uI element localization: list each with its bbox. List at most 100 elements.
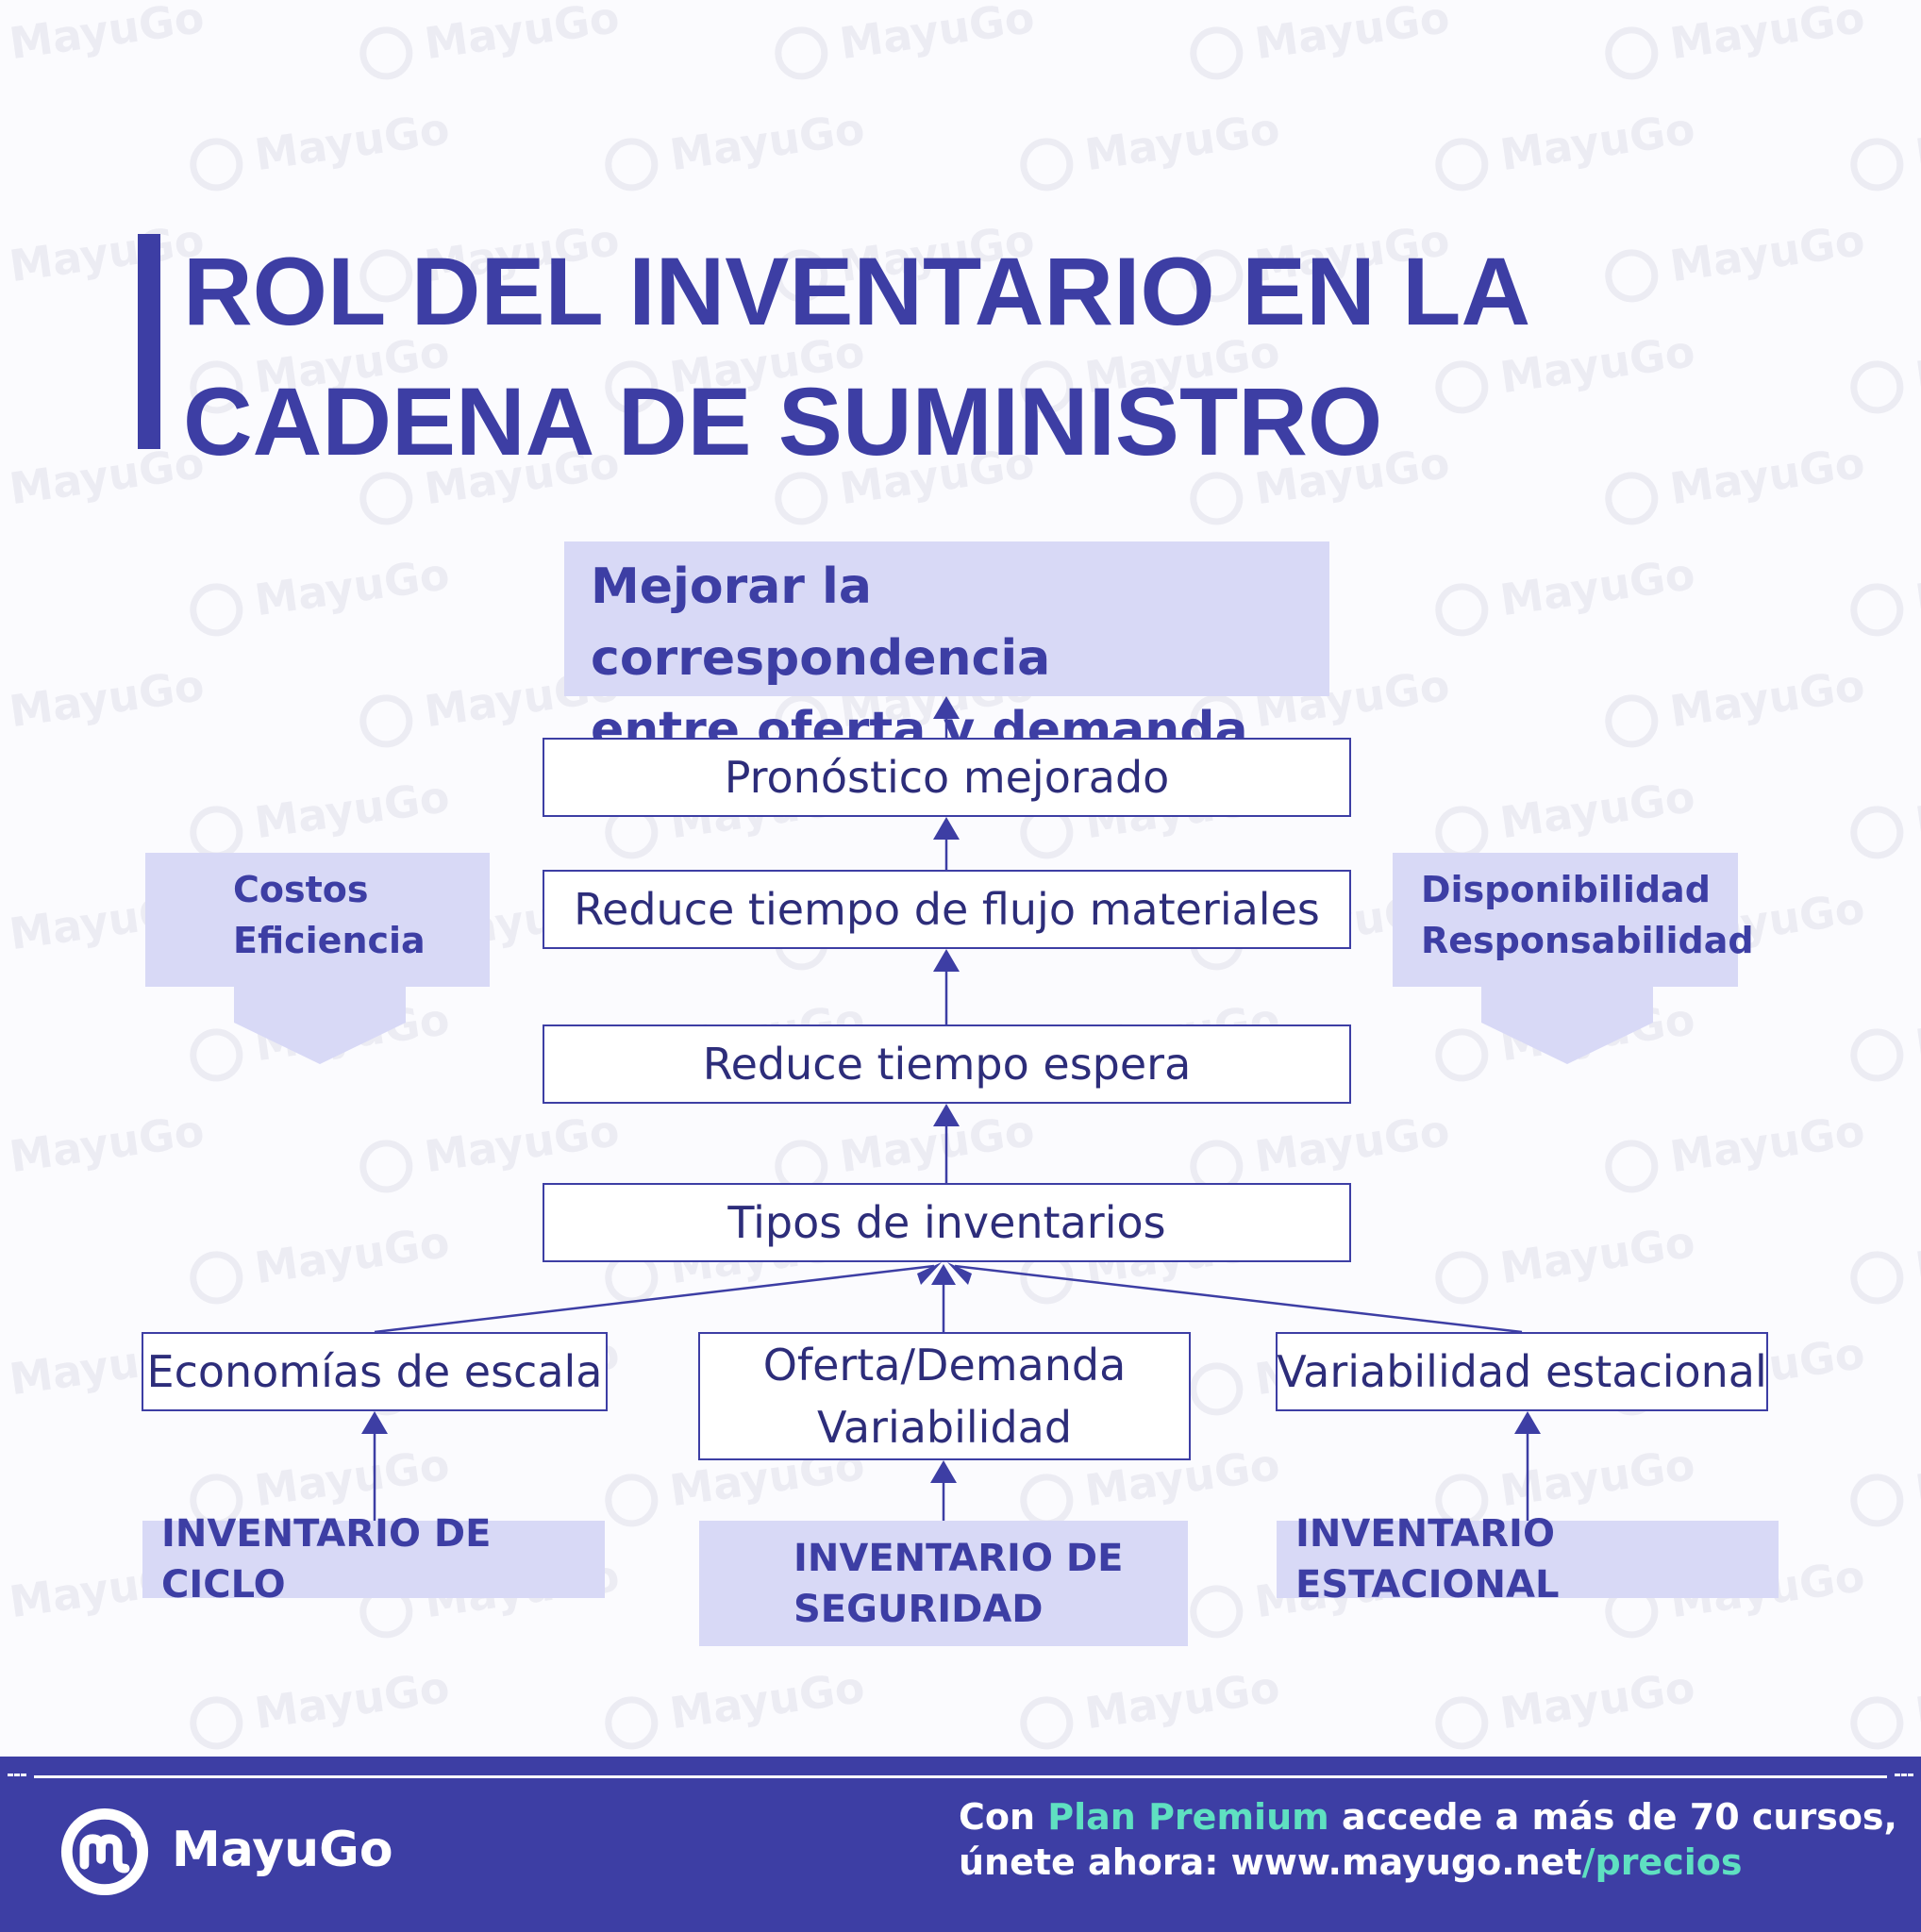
inventario-seguridad-label: INVENTARIO DE SEGURIDAD — [793, 1533, 1123, 1635]
watermark-text: MayuGo — [251, 547, 453, 626]
watermark-logo-icon — [1431, 579, 1492, 640]
watermark-text: MayuGo — [421, 1104, 623, 1183]
costs-panel: Costos Eficiencia — [145, 853, 490, 987]
watermark-logo-icon — [0, 23, 1, 83]
node-espera: Reduce tiempo espera — [543, 1024, 1351, 1104]
watermark-logo-icon — [601, 134, 661, 194]
node-oferta-demanda: Oferta/Demanda Variabilidad — [698, 1332, 1191, 1460]
promo-url-link[interactable]: únete ahora: www.mayugo.net — [959, 1841, 1582, 1883]
watermark: MayuGo — [1601, 659, 1868, 751]
watermark: MayuGo — [1431, 103, 1698, 194]
goal-box: Mejorar la correspondencia entre oferta … — [564, 541, 1329, 758]
watermark: MayuGo — [1846, 548, 1921, 640]
watermark-text: MayuGo — [1912, 1438, 1921, 1517]
page-title: ROL DEL INVENTARIO EN LA CADENA DE SUMIN… — [183, 226, 1693, 487]
watermark-text: MayuGo — [1912, 325, 1921, 404]
watermark-logo-icon — [0, 245, 1, 306]
node-oferta-demanda-line-2: Variabilidad — [816, 1402, 1073, 1453]
node-oferta-demanda-line-1: Oferta/Demanda — [762, 1340, 1127, 1391]
watermark: MayuGo — [1846, 325, 1921, 417]
watermark-logo-icon — [186, 579, 246, 640]
watermark-text: MayuGo — [1496, 1660, 1698, 1740]
footer-rule — [34, 1775, 1887, 1778]
goal-line-1: Mejorar la correspondencia — [591, 558, 1051, 687]
footer-dash-left — [8, 1774, 26, 1776]
node-flujo-label: Reduce tiempo de flujo materiales — [574, 884, 1320, 935]
watermark: MayuGo — [1186, 0, 1453, 83]
watermark-logo-icon — [1186, 1581, 1246, 1641]
promo-suffix: accede a más de 70 cursos, — [1328, 1796, 1897, 1838]
arrowhead-oferta — [930, 1460, 957, 1483]
watermark: MayuGo — [1431, 1216, 1698, 1307]
costs-panel-line-2: Eficiencia — [233, 920, 426, 961]
watermark-text: MayuGo — [6, 0, 208, 70]
watermark: MayuGo — [186, 548, 453, 640]
watermark-logo-icon — [1431, 1024, 1492, 1085]
watermark-text: MayuGo — [1251, 0, 1453, 70]
brand-name: MayuGo — [172, 1822, 393, 1878]
watermark-text: MayuGo — [1666, 1104, 1868, 1183]
plan-premium-link[interactable]: Plan Premium — [1047, 1796, 1329, 1838]
watermark-text: MayuGo — [1496, 102, 1698, 181]
watermark-text: MayuGo — [1081, 1660, 1283, 1740]
watermark-logo-icon — [356, 691, 416, 751]
promo-url-highlight: /precios — [1581, 1841, 1743, 1883]
watermark-text: MayuGo — [1912, 992, 1921, 1072]
watermark: MayuGo — [1431, 771, 1698, 862]
watermark-text: MayuGo — [1251, 1104, 1453, 1183]
watermark-logo-icon — [771, 23, 831, 83]
watermark-logo-icon — [1186, 23, 1246, 83]
watermark: MayuGo — [1016, 103, 1283, 194]
watermark: MayuGo — [1846, 103, 1921, 194]
watermark-logo-icon — [0, 913, 1, 974]
inventario-seguridad-line-2: SEGURIDAD — [793, 1587, 1044, 1631]
footer: MayuGo Con Plan Premium accede a más de … — [0, 1757, 1921, 1932]
arrowhead-pronostico — [933, 817, 960, 840]
watermark-logo-icon — [1601, 23, 1662, 83]
node-espera-label: Reduce tiempo espera — [702, 1039, 1192, 1090]
watermark-text: MayuGo — [1496, 547, 1698, 626]
watermark-logo-icon — [356, 1136, 416, 1196]
title-line-1: ROL DEL INVENTARIO EN LA — [183, 238, 1531, 345]
watermark: MayuGo — [1601, 1105, 1868, 1196]
watermark-logo-icon — [0, 468, 1, 528]
title-accent-bar — [138, 234, 160, 449]
watermark-logo-icon — [1846, 357, 1907, 417]
watermark-logo-icon — [1846, 134, 1907, 194]
watermark-text: MayuGo — [1666, 658, 1868, 738]
watermark-text: MayuGo — [1081, 102, 1283, 181]
watermark: MayuGo — [186, 771, 453, 862]
watermark: MayuGo — [1431, 1661, 1698, 1753]
arrowhead-flujo — [933, 949, 960, 972]
watermark: MayuGo — [1846, 1216, 1921, 1307]
node-tipos-label: Tipos de inventarios — [727, 1197, 1166, 1248]
watermark: MayuGo — [0, 214, 208, 306]
watermark-text: MayuGo — [251, 1660, 453, 1740]
watermark-logo-icon — [1846, 1470, 1907, 1530]
watermark-text: MayuGo — [251, 992, 453, 1072]
watermark-logo-icon — [0, 691, 1, 751]
watermark-logo-icon — [1431, 1247, 1492, 1307]
watermark-text: MayuGo — [1666, 213, 1868, 292]
watermark-text: MayuGo — [6, 213, 208, 292]
mayugo-logo-icon — [60, 1807, 149, 1896]
availability-panel: Disponibilidad Responsabilidad — [1393, 853, 1754, 987]
arrowhead-tipos-right — [947, 1262, 972, 1285]
watermark-text: MayuGo — [836, 1104, 1038, 1183]
promo-text: Con Plan Premium accede a más de 70 curs… — [959, 1794, 1902, 1885]
watermark-logo-icon — [1186, 1358, 1246, 1419]
title-line-2: CADENA DE SUMINISTRO — [183, 368, 1383, 475]
watermark-text: MayuGo — [1666, 0, 1868, 70]
watermark-logo-icon — [0, 1581, 1, 1641]
inventario-ciclo-label: INVENTARIO DE CICLO — [161, 1512, 492, 1607]
node-variabilidad-label: Variabilidad estacional — [1277, 1346, 1767, 1397]
watermark-logo-icon — [1846, 1692, 1907, 1753]
watermark-text: MayuGo — [1912, 1660, 1921, 1740]
watermark: MayuGo — [601, 1661, 868, 1753]
watermark: MayuGo — [186, 993, 453, 1085]
watermark-logo-icon — [356, 23, 416, 83]
watermark: MayuGo — [1431, 993, 1698, 1085]
watermark-logo-icon — [1601, 1136, 1662, 1196]
inventario-estacional: INVENTARIO ESTACIONAL — [1277, 1512, 1779, 1607]
inventario-seguridad-line-1: INVENTARIO DE — [793, 1536, 1124, 1580]
